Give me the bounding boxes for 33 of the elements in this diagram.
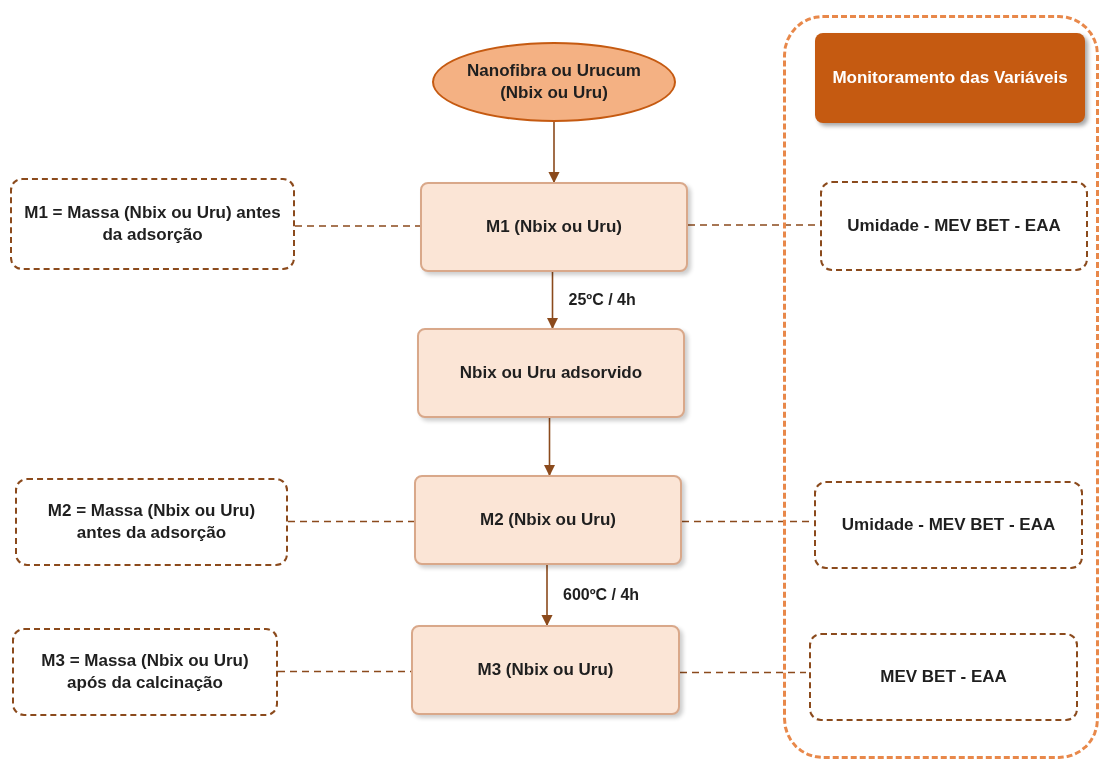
node-text: MEV BET - EAA — [879, 666, 1008, 688]
dashed-connector — [681, 520, 812, 523]
dashed-connector — [687, 224, 818, 226]
node-text: M3 (Nbix ou Uru) — [476, 659, 615, 681]
node-text: M1 = Massa (Nbix ou Uru) antes da adsorção — [23, 202, 282, 246]
arrow — [541, 564, 553, 627]
process-box — [414, 475, 682, 565]
note-box — [809, 633, 1078, 721]
process-box — [420, 182, 688, 272]
process-box — [411, 625, 680, 715]
node-text: M3 = Massa (Nbix ou Uru) após da calcinação — [40, 650, 250, 694]
node-text: M1 (Nbix ou Uru) — [485, 216, 623, 238]
note-box — [814, 481, 1083, 569]
node-text: Nbix ou Uru adsorvido — [458, 362, 644, 384]
node-text: Nanofibra ou Urucum (Nbix ou Uru) — [466, 60, 642, 104]
note-box — [15, 478, 288, 566]
arrow — [546, 271, 559, 330]
note-box — [820, 181, 1088, 271]
node-text: Umidade - MEV BET - EAA — [846, 215, 1062, 237]
note-box — [10, 178, 295, 270]
dashed-connector — [287, 520, 415, 523]
node-text: M2 (Nbix ou Uru) — [479, 509, 617, 531]
process-box — [417, 328, 685, 418]
dashed-group-frame — [783, 15, 1099, 759]
arrow — [548, 121, 560, 184]
node-text: M2 = Massa (Nbix ou Uru) antes da adsorção — [46, 500, 257, 544]
arrow — [543, 417, 556, 477]
dashed-connector — [294, 225, 421, 227]
node-text: Umidade - MEV BET - EAA — [840, 514, 1057, 536]
note-box — [12, 628, 278, 716]
dashed-connector — [679, 671, 807, 674]
node-text: Monitoramento das Variáveis — [831, 67, 1069, 89]
header-box — [815, 33, 1085, 123]
